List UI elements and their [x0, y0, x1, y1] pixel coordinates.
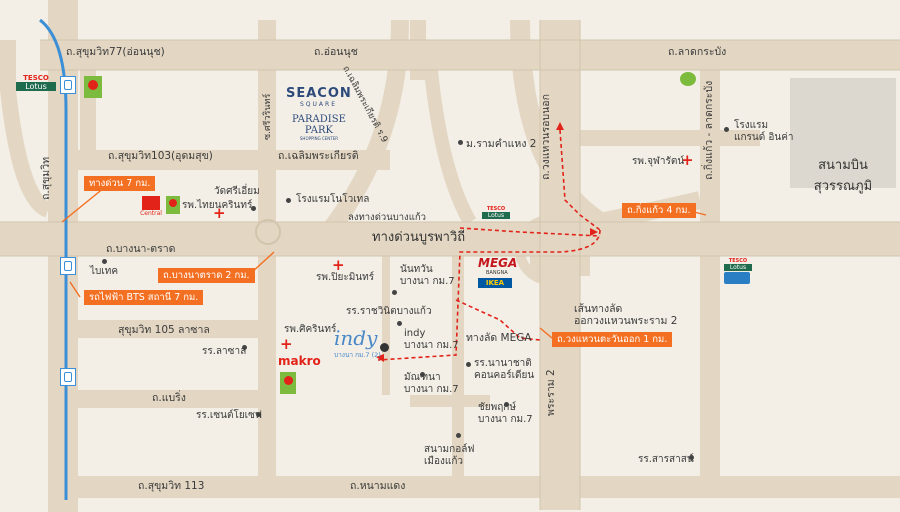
- road-sukhumvit105: สุขุมวิท 105 ลาซาล: [118, 324, 210, 336]
- mega-bangna-logo: MEGA BANGNA: [478, 256, 518, 276]
- place-indy: indy บางนา กม.7: [404, 328, 459, 351]
- road-kanchanaphisek: ถ.วงแหวนรอบนอก: [540, 94, 552, 180]
- road-shortcut-ring: เส้นทางลัด ออกวงแหวนพระราม 2: [574, 303, 678, 327]
- place-ratchawinit: รร.ราชวินิตบางแก้ว: [346, 306, 432, 317]
- bts-station-icon: [60, 368, 76, 386]
- road-ramkhamhaeng2: ม.รามคำแหง 2: [466, 138, 537, 150]
- bts-station-icon: [60, 257, 76, 275]
- store-logo: [724, 272, 750, 284]
- big-c-logo: [166, 196, 180, 214]
- road-bangna-trad: ถ.บางนา-ตราด: [106, 243, 176, 255]
- poi-dot-icon: [689, 455, 694, 460]
- road-burapha-vithi: ทางด่วนบูรพาวิถี: [372, 230, 466, 245]
- indy-logo: indy บางนา กม.7 (2): [334, 326, 381, 359]
- poi-dot-icon: [102, 259, 107, 264]
- road-sukhumvit113: ถ.สุขุมวิท 113: [138, 480, 205, 492]
- poi-dot-icon: [420, 372, 425, 377]
- place-manthana: มัณฑนา บางนา กม.7: [404, 372, 459, 395]
- bts-station-icon: [60, 76, 76, 94]
- place-chularat: รพ.จุฬารัตน์: [632, 156, 685, 167]
- tesco-lotus-logo: TESCO Lotus: [482, 206, 510, 219]
- big-c-logo: [84, 76, 102, 98]
- paradise-park-logo: PARADISE PARK SHOPPING CENTER: [292, 114, 346, 141]
- big-c-extra-logo: [280, 372, 296, 394]
- ikea-logo: IKEA: [478, 278, 512, 288]
- place-sikarin: รพ.ศิครินทร์: [284, 324, 337, 335]
- place-bitec: ไบเทค: [90, 266, 119, 277]
- indy-location-pin: [380, 343, 389, 352]
- road-kingkaew: ถ.กิ่งแก้ว - ลาดกระบัง: [703, 80, 715, 180]
- road-phraram2: พระราม 2: [545, 369, 557, 416]
- road-onnut: ถ.อ่อนนุช: [314, 46, 358, 58]
- makro-logo: makro: [278, 354, 321, 368]
- bts-line: [39, 18, 68, 500]
- hospital-cross-icon: +: [213, 204, 226, 222]
- place-nanachart: รร.นานาชาติ คอนคอร์เดียน: [474, 358, 535, 381]
- airport-block: สนามบิน สุวรรณภูมิ: [790, 78, 896, 194]
- place-wat-sri-iam: วัดศรีเอี่ยม: [214, 186, 260, 197]
- place-nanthawan: นันทวัน บางนา กม.7: [400, 264, 455, 287]
- place-piyamin: รพ.ปิยะมินทร์: [316, 272, 375, 283]
- road-sukhumvit77: ถ.สุขุมวิท77(อ่อนนุช): [66, 46, 165, 58]
- seacon-square-logo: SEACON SQUARE: [286, 86, 352, 108]
- poi-dot-icon: [242, 345, 247, 350]
- hospital-cross-icon: +: [280, 335, 293, 353]
- route-to-indy: [377, 129, 601, 361]
- place-golf: สนามกอล์ฟ เมืองแก้ว: [424, 444, 475, 467]
- airport-label: สนามบิน สุวรรณภูมิ: [813, 158, 873, 194]
- place-sarasas: รร.สารสาสน์: [638, 454, 694, 465]
- tesco-lotus-logo: TESCO Lotus: [724, 258, 752, 271]
- callout-bts-station: รถไฟฟ้า BTS สถานี 7 กม.: [84, 290, 204, 305]
- tesco-lotus-logo: TESCO Lotus: [16, 74, 56, 91]
- place-thai-nakarin: รพ.ไทยนครินทร์: [182, 200, 253, 211]
- road-bangkaew-exit: ลงทางด่วนบางแก้ว: [348, 212, 426, 223]
- place-st-joseph: รร.เซนต์โยเซฟ: [196, 410, 262, 421]
- poi-dot-icon: [456, 433, 461, 438]
- road-sukhumvit103: ถ.สุขุมวิท103(อุดมสุข): [108, 150, 213, 162]
- hospital-cross-icon: +: [332, 256, 345, 274]
- callout-expressway: ทางด่วน 7 กม.: [84, 176, 156, 191]
- central-logo: Central: [140, 196, 162, 218]
- callout-ring-road: ถ.วงแหวนตะวันออก 1 กม.: [552, 332, 673, 347]
- poi-dot-icon: [397, 321, 402, 326]
- road-nammaeng: ถ.หนามแดง: [350, 480, 406, 492]
- poi-dot-icon: [724, 127, 729, 132]
- poi-dot-icon: [286, 198, 291, 203]
- callout-kingkaew: ถ.กิ่งแก้ว 4 กม.: [622, 203, 696, 218]
- road-chaloem-phrakiat: ถ.เฉลิมพระเกียรติ: [278, 150, 359, 162]
- hospital-cross-icon: +: [681, 151, 694, 169]
- road-sukhumvit-vertical: ถ.สุขุมวิท: [40, 156, 52, 200]
- poi-dot-icon: [251, 206, 256, 211]
- poi-dot-icon: [504, 402, 509, 407]
- place-novotel: โรงแรมโนโวเทล: [296, 194, 370, 205]
- place-chaiyaphruek: ชัยพฤกษ์ บางนา กม.7: [478, 402, 533, 425]
- road-ladkrabang: ถ.ลาดกระบัง: [668, 46, 727, 58]
- poi-dot-icon: [256, 412, 261, 417]
- place-grand-inn: โรงแรม แกรนด์ อินค่า: [734, 120, 794, 143]
- poi-dot-icon: [466, 362, 471, 367]
- tops-logo: [680, 72, 696, 86]
- road-bearing: ถ.แบริ่ง: [152, 392, 186, 404]
- road-sriwarin: ซ.ศรีวรินทร์: [263, 93, 273, 140]
- poi-dot-icon: [392, 290, 397, 295]
- place-lasalle-school: รร.ลาซาล: [202, 346, 247, 357]
- callout-bangna-trad: ถ.บางนาตราด 2 กม.: [158, 268, 255, 283]
- poi-dot-icon: [458, 140, 463, 145]
- road-mega-shortcut: ทางลัด MEGA: [466, 332, 532, 344]
